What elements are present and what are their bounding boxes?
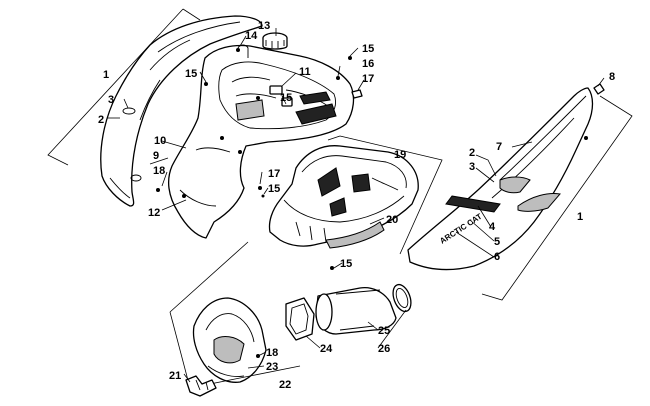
callout-20: 20 <box>386 214 398 226</box>
callout-15-top-right: 15 <box>362 43 374 55</box>
callout-18-left: 18 <box>153 165 165 177</box>
callout-4: 4 <box>489 221 496 233</box>
callout-5: 5 <box>494 236 500 248</box>
bracket-right-panel <box>481 95 633 301</box>
callout-3-right: 3 <box>469 161 475 173</box>
callout-24: 24 <box>320 343 333 355</box>
callout-2-left: 2 <box>98 114 104 126</box>
callout-labels: 1 1 2 2 3 3 4 5 6 7 8 9 10 11 12 13 14 1… <box>98 20 615 391</box>
callout-2-right: 2 <box>469 147 475 159</box>
fastener-group-top[interactable] <box>204 56 363 99</box>
air-intake-housing[interactable] <box>192 297 267 383</box>
callout-7: 7 <box>496 141 502 153</box>
callout-22: 22 <box>279 379 291 391</box>
callout-25: 25 <box>378 325 390 337</box>
callout-8: 8 <box>609 71 615 83</box>
callout-19: 19 <box>394 149 406 161</box>
callout-1-right: 1 <box>577 211 583 223</box>
pushpin-rivet-part[interactable] <box>593 83 605 95</box>
callout-15-center: 15 <box>280 92 292 104</box>
callout-11: 11 <box>299 66 311 78</box>
left-side-panel[interactable] <box>100 15 263 207</box>
callout-17-top: 17 <box>362 73 374 85</box>
belly-pan-part[interactable] <box>268 145 419 270</box>
bracket-belly-pan <box>327 135 443 255</box>
callout-1-left: 1 <box>103 69 109 81</box>
callout-15-bottom: 15 <box>340 258 352 270</box>
callout-14: 14 <box>245 30 258 42</box>
callout-6: 6 <box>494 251 500 263</box>
callout-17-middle: 17 <box>268 168 280 180</box>
callout-23: 23 <box>266 361 278 373</box>
callout-26: 26 <box>378 343 390 355</box>
mounting-clip-part[interactable] <box>185 375 217 397</box>
callout-12: 12 <box>148 207 160 219</box>
callout-3-left: 3 <box>108 94 114 106</box>
wire-clip-part[interactable] <box>236 44 249 58</box>
callout-18-bottom: 18 <box>266 347 278 359</box>
callout-16: 16 <box>362 58 374 70</box>
callout-15-top-left: 15 <box>185 68 197 80</box>
hose-clamp-part[interactable] <box>390 282 415 314</box>
callout-13: 13 <box>258 20 270 32</box>
callout-9: 9 <box>153 150 159 162</box>
leader-lines <box>107 28 605 383</box>
right-side-panel[interactable]: ARCTIC CAT <box>407 87 594 271</box>
bracket-left-panel <box>47 8 201 166</box>
callout-15-middle: 15 <box>268 183 280 195</box>
fastener-group-middle[interactable] <box>156 186 265 198</box>
callout-10: 10 <box>154 135 166 147</box>
intake-seal-part[interactable] <box>285 297 315 341</box>
front-nose-pan[interactable] <box>167 44 355 239</box>
callout-21: 21 <box>169 370 181 382</box>
intake-duct-part[interactable] <box>315 286 397 335</box>
fuel-cap-part[interactable] <box>262 32 288 50</box>
